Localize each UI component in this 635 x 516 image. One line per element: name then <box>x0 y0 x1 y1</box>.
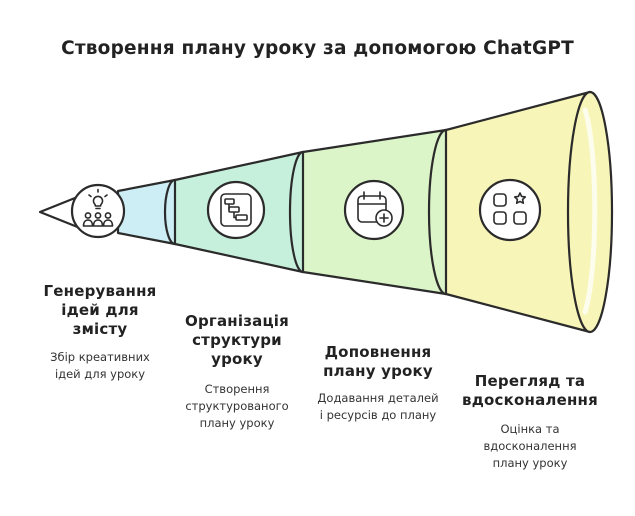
stage-1-icon <box>70 183 126 239</box>
stage-3-title-line: плану уроку <box>323 362 433 380</box>
stage-4-title: Перегляд та вдосконалення <box>455 372 605 410</box>
stage-2-desc-line: Створення <box>204 382 270 396</box>
stage-4-desc-line: вдосконалення <box>483 439 577 453</box>
page-title: Створення плану уроку за допомогою ChatG… <box>61 38 574 59</box>
stage-4-title-line: Перегляд та <box>474 372 586 390</box>
stage-4-desc-line: плану уроку <box>492 456 568 470</box>
stage-1-title-line: змісту <box>72 320 128 338</box>
stage-1-desc-line: Збір креативних <box>50 350 150 364</box>
stage-4-description: Оцінка та вдосконалення плану уроку <box>455 421 605 472</box>
calendar-add-icon <box>357 191 393 227</box>
structure-chart-icon <box>220 193 252 227</box>
stage-2-icon <box>206 180 266 240</box>
stage-2-desc-line: плану уроку <box>199 416 275 430</box>
stage-2-title-line: структури <box>192 331 282 349</box>
stage-1-title-line: Генерування <box>43 282 157 300</box>
stage-3-title-line: Доповнення <box>324 343 432 361</box>
stage-3-description: Додавання деталей і ресурсів до плану <box>305 390 451 424</box>
stage-1-description: Збір креативних ідей для уроку <box>30 349 170 383</box>
funnel-mouth <box>566 90 614 334</box>
stage-2-title-line: Організація <box>185 312 289 330</box>
stage-4-desc-line: Оцінка та <box>500 422 560 436</box>
lightbulb-team-icon <box>82 188 114 227</box>
stage-2-desc-line: структурованого <box>185 399 289 413</box>
stage-3-desc-line: і ресурсів до плану <box>319 408 437 422</box>
stage-1-title-line: ідей для <box>61 301 139 319</box>
stage-3-desc-line: Додавання деталей <box>317 391 439 405</box>
stage-4-icon <box>478 178 542 242</box>
stage-2-title-line: уроку <box>211 350 263 368</box>
stage-3-title: Доповнення плану уроку <box>308 343 448 381</box>
stage-4-title-line: вдосконалення <box>462 391 598 409</box>
stage-1-title: Генерування ідей для змісту <box>35 282 165 339</box>
stage-2-title: Організація структури уроку <box>172 312 302 369</box>
funnel-mouth-highlight <box>582 107 598 315</box>
stage-2-description: Створення структурованого плану уроку <box>167 381 307 432</box>
shapes-grid-icon <box>493 192 527 225</box>
stage-3-icon <box>343 179 405 241</box>
stage-1-desc-line: ідей для уроку <box>54 367 146 381</box>
